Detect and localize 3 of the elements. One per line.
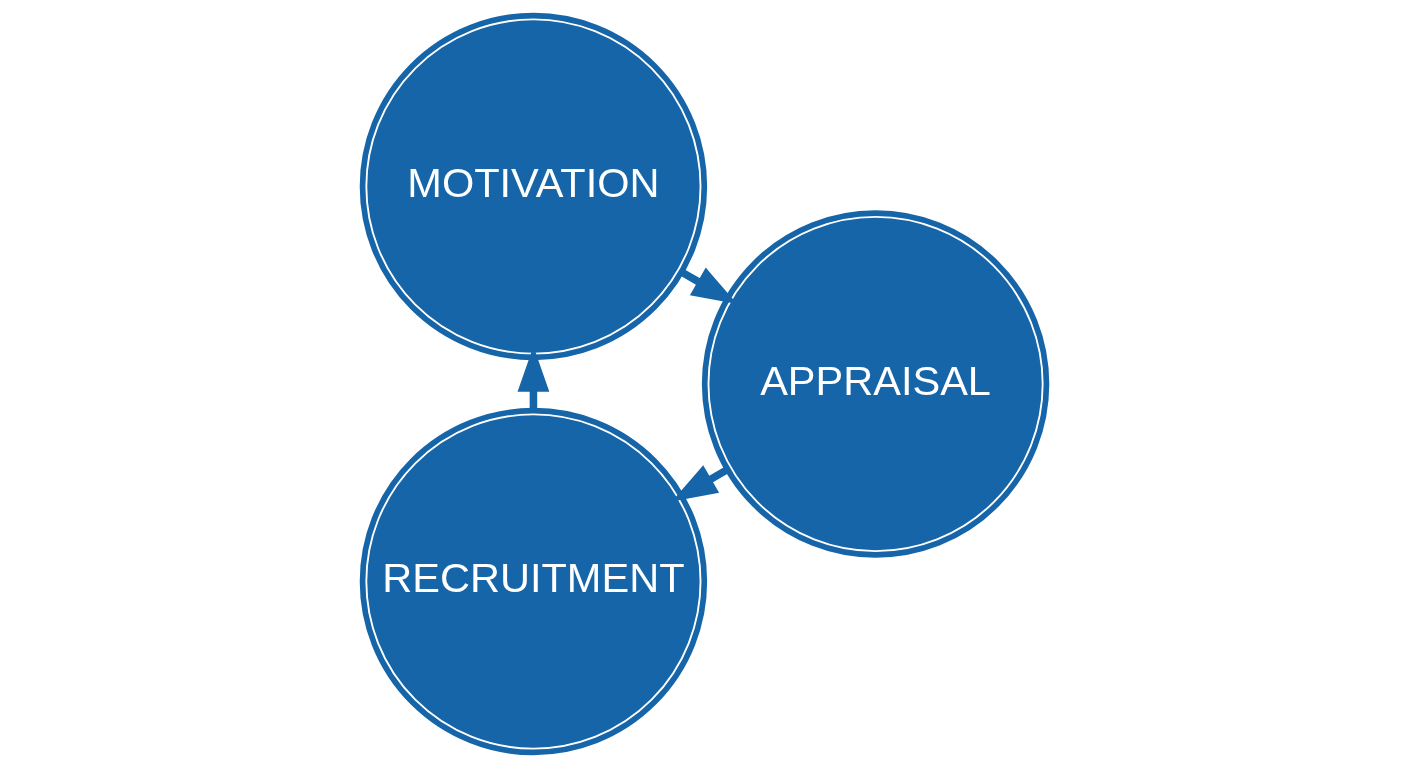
node-circle: MOTIVATION [359, 12, 707, 361]
node-circle: APPRAISAL [701, 210, 1049, 558]
node-circle: RECRUITMENT [359, 407, 707, 756]
